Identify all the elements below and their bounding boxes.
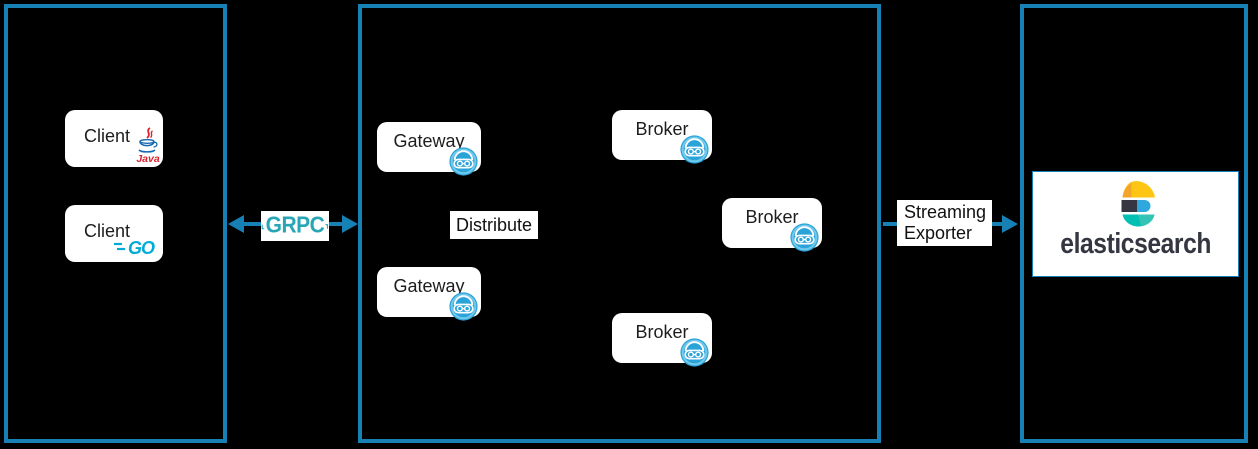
broker-2-label: Broker	[745, 207, 799, 227]
gateway-1-label: Gateway	[393, 131, 465, 151]
gateway-2-node: Gateway	[377, 267, 481, 321]
streaming-exporter-label-line2: Exporter	[904, 223, 973, 243]
cluster-group-box	[358, 4, 881, 443]
client-go-label: Client	[83, 221, 131, 241]
zeebe-icon	[680, 338, 709, 367]
streaming-exporter-arrowhead	[1002, 215, 1018, 233]
zeebe-icon	[449, 292, 478, 321]
client-java-label: Client	[83, 126, 131, 146]
elasticsearch-node: elasticsearch	[1032, 171, 1239, 277]
broker-2-node: Broker	[722, 198, 822, 252]
client-go-node: Client GO	[65, 205, 163, 262]
broker-1-label: Broker	[635, 119, 689, 139]
broker-1-node: Broker	[612, 110, 712, 164]
java-logo-icon: Java	[136, 127, 160, 165]
zeebe-icon	[790, 223, 819, 252]
grpc-label: GRPC	[261, 211, 329, 241]
grpc-hook-left-icon	[261, 224, 265, 229]
clients-group-box	[4, 4, 227, 443]
grpc-arrowhead-right	[342, 215, 358, 233]
svg-text:Java: Java	[136, 153, 160, 165]
broker-3-node: Broker	[612, 313, 712, 367]
zeebe-icon	[680, 135, 709, 164]
elasticsearch-logo-icon	[1121, 181, 1155, 227]
streaming-exporter-label: Streaming Exporter	[897, 200, 992, 246]
distribute-label: Distribute	[450, 211, 538, 239]
broker-3-label: Broker	[635, 322, 689, 342]
gateway-1-node: Gateway	[377, 122, 481, 176]
grpc-hook-right-icon	[325, 223, 329, 229]
streaming-exporter-label-line1: Streaming	[904, 202, 987, 222]
zeebe-icon	[449, 147, 478, 176]
client-java-node: Client Java	[65, 110, 163, 167]
gateway-2-label: Gateway	[393, 276, 465, 296]
grpc-arrowhead-left	[228, 215, 244, 233]
elasticsearch-wordmark: elasticsearch	[1060, 228, 1211, 260]
storage-group-box	[1020, 4, 1248, 443]
svg-text:GO: GO	[128, 238, 155, 257]
go-logo-icon: GO	[114, 238, 156, 257]
distribute-label-text: Distribute	[455, 214, 533, 235]
grpc-label-text: GRPC	[265, 212, 325, 239]
